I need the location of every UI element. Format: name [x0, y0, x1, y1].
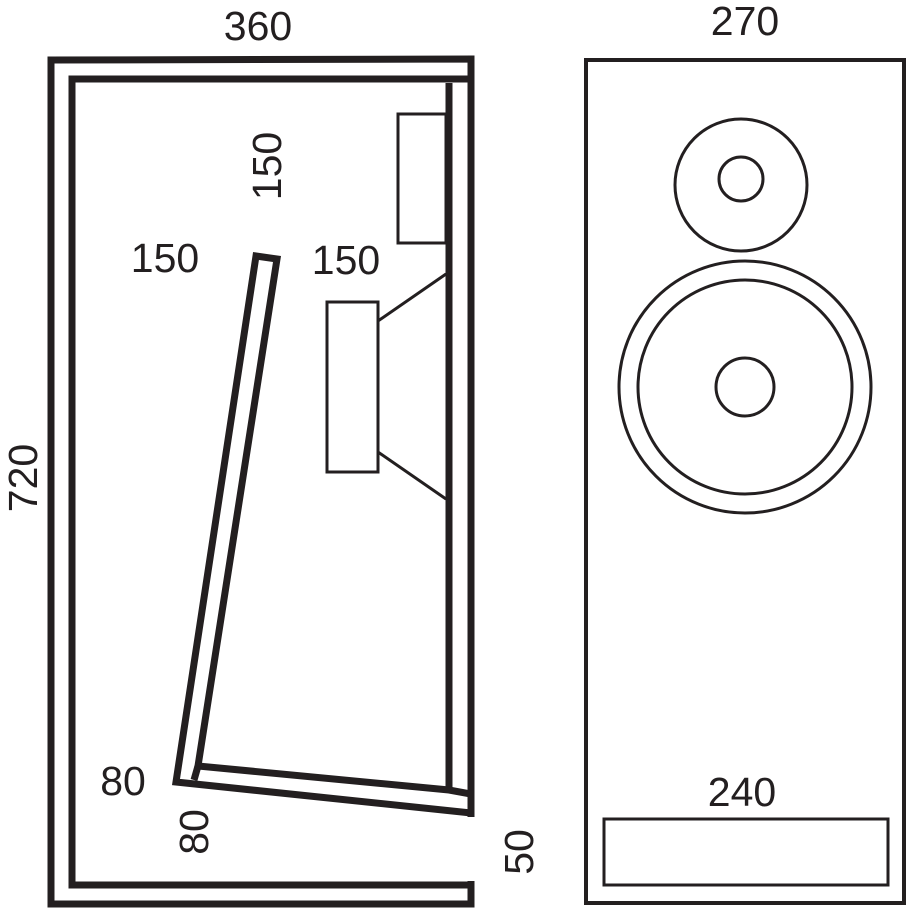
outer-cabinet-wall — [47, 55, 475, 908]
side-view: 360 720 150 150 150 80 80 50 — [0, 3, 542, 908]
label-80-left: 80 — [100, 758, 146, 804]
slanted-panel-inner-edge — [190, 765, 202, 781]
label-50-port: 50 — [496, 829, 542, 875]
width-label-270: 270 — [711, 0, 779, 44]
tweeter-dome — [717, 155, 765, 203]
label-150-left: 150 — [131, 235, 199, 281]
tweeter-body — [396, 112, 448, 245]
label-80-vertical: 80 — [171, 809, 217, 855]
bass-port-slot — [602, 817, 890, 887]
inner-cabinet-wall — [68, 75, 471, 889]
port-width-label-240: 240 — [708, 769, 776, 815]
label-150-right: 150 — [312, 237, 380, 283]
width-label-360: 360 — [224, 3, 292, 49]
woofer-cone — [377, 272, 447, 501]
woofer-magnet — [325, 300, 380, 474]
slanted-line-panel — [171, 252, 475, 817]
woofer-dustcap — [714, 356, 776, 418]
front-baffle — [584, 58, 906, 905]
height-label-720: 720 — [0, 444, 46, 512]
woofer-cone — [636, 278, 854, 496]
tweeter-outer — [673, 117, 809, 253]
label-150-vertical: 150 — [244, 132, 290, 200]
woofer-surround — [617, 259, 873, 515]
front-view: 270 240 — [584, 0, 906, 905]
